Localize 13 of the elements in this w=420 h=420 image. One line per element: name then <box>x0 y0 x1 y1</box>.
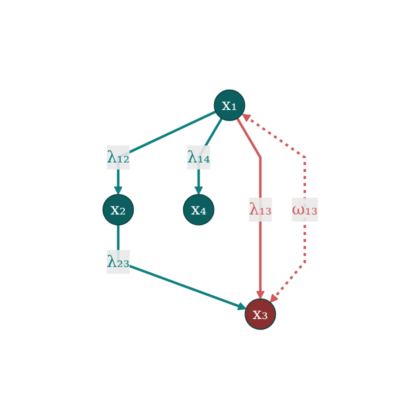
node-circle: x₃ <box>244 298 276 330</box>
edge-label: λ₁₄ <box>186 148 210 167</box>
node-circle: x₂ <box>102 194 134 226</box>
edge-label: λ₁₃ <box>248 200 272 219</box>
edge-label: λ₁₂ <box>106 148 130 167</box>
arrow <box>242 114 306 304</box>
arrow <box>113 110 216 196</box>
arrow <box>236 118 264 300</box>
edge-label: λ₂₃ <box>106 252 130 272</box>
node-circle: x₄ <box>182 194 214 226</box>
arrow <box>194 118 222 196</box>
edge-label: ω₁₃ <box>291 200 318 219</box>
node-circle: x₁ <box>213 90 245 122</box>
